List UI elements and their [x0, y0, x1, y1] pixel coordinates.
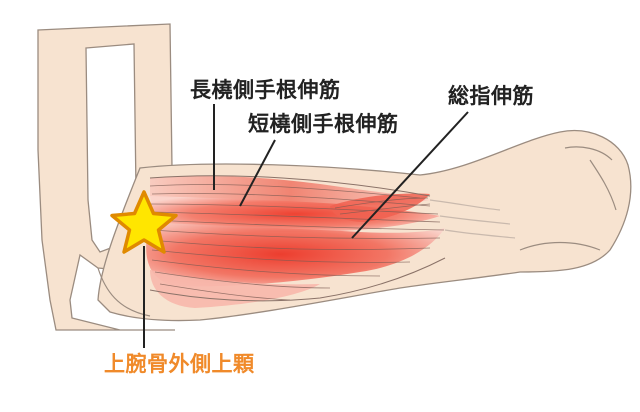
label-extensor-carpi-radialis-longus: 長橈側手根伸筋 — [190, 78, 341, 102]
fist-thumb-line — [519, 241, 601, 251]
pointer-line-edc — [351, 111, 469, 239]
pointer-line-ecrb — [239, 139, 276, 207]
label-extensor-carpi-radialis-brevis: 短橈側手根伸筋 — [248, 112, 399, 136]
fist-knuckle-line — [564, 146, 613, 161]
elbow-outline — [97, 267, 151, 317]
muscle-outline — [149, 175, 446, 302]
lower-muscle — [150, 270, 320, 308]
fist-finger-line — [589, 159, 617, 211]
tendon-1 — [429, 199, 501, 211]
ecrl-muscle — [150, 176, 430, 206]
tendon-2 — [439, 215, 511, 225]
label-extensor-digitorum: 総指伸筋 — [448, 84, 534, 108]
star-icon — [110, 190, 178, 254]
label-lateral-epicondyle: 上腕骨外側上顆 — [104, 352, 255, 376]
tendon-3 — [444, 229, 516, 239]
